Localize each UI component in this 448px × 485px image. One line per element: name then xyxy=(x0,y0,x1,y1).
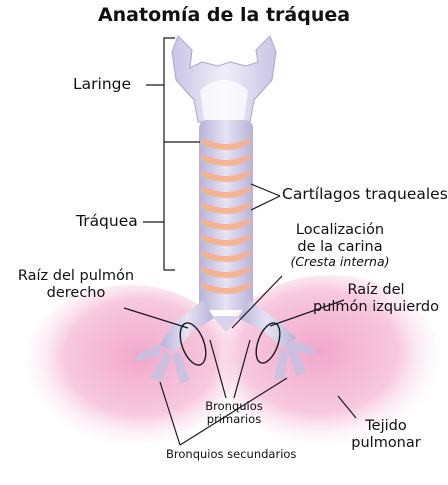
right-primary-bronchus xyxy=(160,300,214,352)
label-raiz-derecho-line1: Raíz del pulmón xyxy=(17,268,135,284)
tracheal-cartilages xyxy=(202,138,250,294)
label-laringe: Laringe xyxy=(73,75,132,93)
diagram-title: Anatomía de la tráquea xyxy=(97,4,351,26)
label-raiz-izquierdo: Raíz del pulmón izquierdo xyxy=(306,282,446,315)
label-tejido-pulmonar-line2: pulmonar xyxy=(351,434,421,451)
label-carina: Localización de la carina (Cresta intern… xyxy=(280,222,400,270)
right-lung-root-ring xyxy=(179,322,207,366)
larynx-inner xyxy=(200,80,248,120)
label-bronquios-primarios-line1: Bronquios xyxy=(205,399,263,413)
label-tejido-pulmonar-line1: Tejido xyxy=(365,418,407,434)
label-carina-line2: de la carina xyxy=(297,238,383,255)
label-raiz-derecho-line2: derecho xyxy=(46,284,106,301)
label-traquea: Tráquea xyxy=(76,212,138,230)
label-carina-line1: Localización xyxy=(295,222,385,238)
leader-lines xyxy=(123,37,357,446)
label-bronquios-secundarios: Bronquios secundarios xyxy=(166,447,297,461)
larynx-shape xyxy=(171,35,277,123)
label-bronquios-primarios: Bronquios primarios xyxy=(194,399,274,427)
label-bronquios-primarios-line2: primarios xyxy=(206,412,262,427)
label-cartilagos: Cartílagos traqueales xyxy=(282,185,448,203)
label-raiz-izquierdo-line2: pulmón izquierdo xyxy=(313,298,439,315)
label-carina-line3: (Cresta interna) xyxy=(290,254,390,270)
secondary-bronchi xyxy=(134,340,316,384)
carina xyxy=(212,316,240,332)
trachea-tube xyxy=(199,120,253,310)
left-lung-root-ring xyxy=(255,322,281,364)
label-raiz-derecho: Raíz del pulmón derecho xyxy=(14,268,138,301)
label-tejido-pulmonar: Tejido pulmonar xyxy=(340,418,432,451)
label-raiz-izquierdo-line1: Raíz del xyxy=(347,282,405,298)
left-primary-bronchus xyxy=(238,300,296,348)
left-lung xyxy=(220,275,440,445)
